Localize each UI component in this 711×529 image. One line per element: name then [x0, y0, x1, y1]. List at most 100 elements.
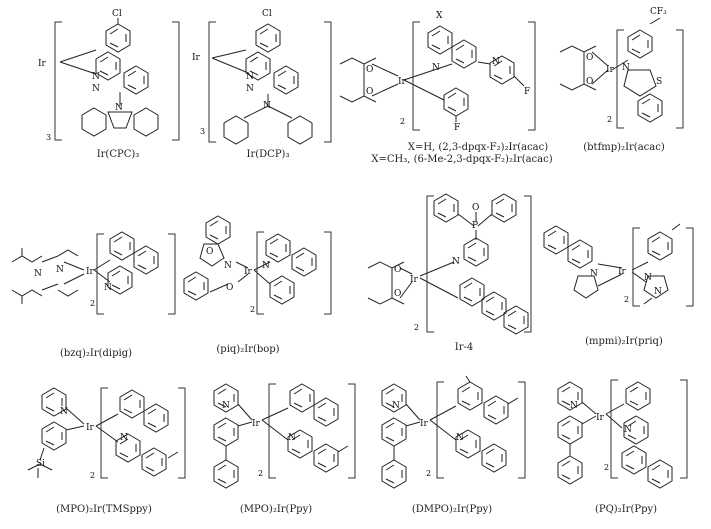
bracket-count: 2: [90, 299, 95, 308]
atom-label: N: [104, 283, 112, 293]
atom-label: N: [432, 63, 440, 73]
atom-label: N: [92, 84, 100, 94]
compound-c2: Cl Ir N N N 3 Ir(DCP)₃: [192, 9, 332, 160]
compound-label: X=H, (2,3-dpqx-F₂)₂Ir(acac): [408, 142, 548, 153]
atom-label: Ir: [398, 77, 407, 87]
compound-label: (mpmi)₂Ir(priq): [585, 336, 663, 347]
atom-label: N: [590, 269, 598, 279]
left-bracket: [208, 21, 216, 143]
compound-label: (MPO)₂Ir(Ppy): [240, 504, 312, 515]
compound-c5: N N Ir N 2 (bzq)₂Ir(dipig): [11, 231, 176, 359]
atom-label: Ir: [618, 267, 627, 277]
right-bracket: [528, 21, 536, 131]
atom-label: Ir: [596, 413, 605, 423]
right-bracket: [324, 231, 332, 315]
compound-label: (PQ)₂Ir(Ppy): [595, 504, 657, 515]
compound-c1: Cl Ir N N N 3 Ir(CPC)₃: [38, 9, 180, 160]
left-bracket: [610, 379, 618, 479]
bracket-count: 3: [46, 133, 51, 142]
atom-label: Ir: [86, 267, 95, 277]
compound-label: Ir-4: [455, 342, 473, 353]
right-bracket: [680, 379, 688, 479]
bracket-count: 2: [607, 115, 612, 124]
left-bracket: [426, 195, 434, 333]
compound-label-line2: X=CH₃, (6-Me-2,3-dpqx-F₂)₂Ir(acac): [371, 154, 552, 165]
bracket-count: 3: [200, 127, 205, 136]
bracket-count: 2: [400, 117, 405, 126]
atom-label: N: [246, 84, 254, 94]
atom-label: N: [92, 72, 100, 82]
left-bracket: [96, 233, 104, 315]
atom-label: O: [394, 289, 401, 299]
left-bracket: [268, 383, 276, 479]
atom-label: CF₃: [650, 7, 667, 17]
left-bracket: [100, 387, 108, 479]
atom-label: Ir: [606, 65, 615, 75]
bracket-count: 2: [414, 323, 419, 332]
atom-label: Ir: [244, 267, 253, 277]
compound-label: (MPO)₂Ir(TMSppy): [56, 504, 152, 515]
bracket-count: 2: [90, 471, 95, 480]
bracket-count: 2: [250, 305, 255, 314]
atom-label: N: [624, 425, 632, 435]
atom-label: N: [262, 261, 270, 271]
atom-label: O: [586, 77, 593, 87]
compound-label: (DMPO)₂Ir(Ppy): [412, 504, 492, 515]
atom-label: O: [394, 265, 401, 275]
atom-label: N: [246, 72, 254, 82]
right-bracket: [172, 21, 180, 141]
atom-label: Ir: [252, 419, 261, 429]
atom-label: N: [224, 261, 232, 271]
atom-label: O: [366, 87, 373, 97]
atom-label: N: [263, 101, 271, 111]
compound-c12: N Ir N 2 (PQ)₂Ir(Ppy): [557, 379, 688, 515]
atom-label: Ir: [420, 419, 429, 429]
atom-label: N: [115, 103, 123, 113]
atom-label: N: [654, 287, 662, 297]
left-bracket: [436, 381, 444, 479]
atom-label: O: [472, 203, 479, 213]
atom-label: N: [570, 401, 578, 411]
atom-label: N: [120, 433, 128, 443]
atom-label: N: [56, 265, 64, 275]
compound-c4: CF₃ O O Ir N S 2 (btfmp)₂Ir(acac): [559, 7, 684, 153]
atom-label: O: [586, 53, 593, 63]
right-bracket: [348, 383, 356, 479]
right-bracket: [676, 29, 684, 129]
atom-label: Ir: [410, 275, 419, 285]
atom-label: N: [456, 433, 464, 443]
left-bracket: [54, 21, 62, 141]
compound-c3: X O O Ir N N F F 2 X=H, (2,3-dpqx-F₂)₂Ir…: [339, 11, 553, 165]
atom-label: N: [452, 257, 460, 267]
bracket-count: 2: [624, 295, 629, 304]
atom-label: N: [288, 433, 296, 443]
bracket-count: 2: [604, 463, 609, 472]
atom-label: N: [60, 407, 68, 417]
left-bracket: [256, 231, 264, 315]
atom-label: P: [472, 221, 478, 231]
compound-c9: N Ir N Si 2 (MPO)₂Ir(TMSppy): [27, 387, 186, 515]
atom-label: Ir: [86, 423, 95, 433]
atom-label: N: [492, 57, 500, 67]
atom-label: O: [366, 65, 373, 75]
compound-label: (bzq)₂Ir(dipig): [60, 348, 132, 359]
right-bracket: [324, 21, 332, 143]
atom-label: N: [222, 401, 230, 411]
compound-label: (btfmp)₂Ir(acac): [583, 142, 665, 153]
right-bracket: [524, 195, 532, 333]
compound-c10: N Ir N 2 (MPO)₂Ir(Ppy): [213, 383, 356, 515]
atom-label: O: [206, 247, 213, 257]
left-bracket: [412, 21, 420, 131]
atom-label: N: [622, 63, 630, 73]
atom-label: S: [656, 77, 662, 87]
atom-label: F: [524, 87, 530, 97]
atom-label: N: [34, 269, 42, 279]
left-bracket: [616, 29, 624, 129]
atom-label: Ir: [38, 59, 47, 69]
right-bracket: [518, 381, 526, 479]
compound-c7: P O O O Ir N 2 Ir-4: [367, 193, 532, 353]
atom-label: Cl: [262, 9, 272, 19]
compound-label: Ir(DCP)₃: [247, 149, 290, 160]
atom-label: Ir: [192, 53, 201, 63]
